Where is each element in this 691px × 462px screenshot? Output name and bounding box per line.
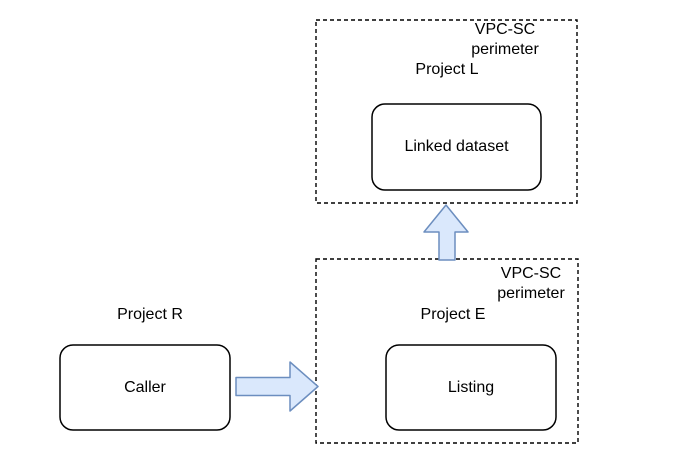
caller-to-listing-arrow: [235, 361, 319, 412]
top-perimeter-label: VPC-SC perimeter: [430, 20, 580, 60]
top-perimeter-label-line2: perimeter: [471, 41, 539, 58]
listing-box: [385, 344, 557, 431]
project-e-label: Project E: [420, 306, 486, 323]
linked-dataset-label: Linked dataset: [404, 138, 509, 155]
caller-box: [59, 344, 231, 431]
project-r-label: Project R: [117, 306, 183, 323]
linked-dataset-box: [371, 103, 542, 191]
top-perimeter-box: [315, 19, 578, 204]
top-perimeter-label-line1: VPC-SC: [474, 21, 536, 38]
bottom-perimeter-box: [315, 258, 579, 444]
bottom-perimeter-label-line1: VPC-SC: [500, 265, 562, 282]
bottom-perimeter-label-line2: perimeter: [497, 285, 565, 302]
listing-label: Listing: [447, 378, 495, 396]
listing-to-linked-dataset-arrow: [423, 204, 469, 261]
caller-label: Caller: [124, 378, 166, 396]
bottom-perimeter-label: VPC-SC perimeter: [456, 264, 606, 304]
project-l-label: Project L: [415, 61, 479, 78]
